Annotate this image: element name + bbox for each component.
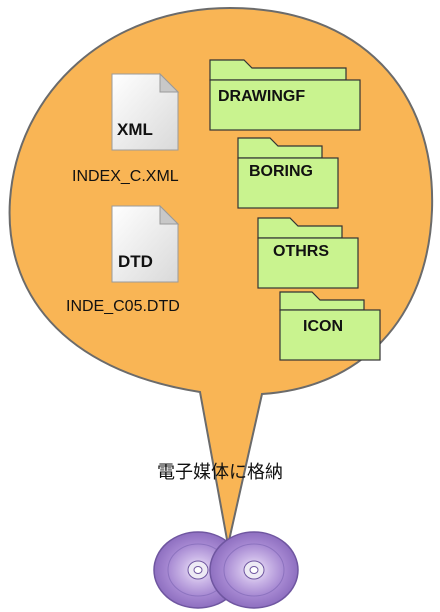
- folder-label-othrs: OTHRS: [273, 243, 329, 260]
- dtd-file-name: INDE_C05.DTD: [66, 298, 180, 315]
- xml-file-icon: [111, 72, 180, 151]
- xml-file-badge: XML: [117, 120, 153, 139]
- folder-label-icon: ICON: [303, 318, 343, 335]
- folder-icon: [209, 59, 361, 131]
- folder-icon: [279, 291, 381, 361]
- folder-label-boring: BORING: [249, 163, 313, 180]
- xml-file-name: INDEX_C.XML: [72, 168, 179, 185]
- folder-icon: [237, 137, 339, 209]
- caption-stored-on-media: 電子媒体に格納: [157, 462, 283, 483]
- cd-disc-icon: [209, 531, 299, 609]
- folder-icon: [257, 217, 359, 289]
- dtd-file-icon: [111, 204, 180, 283]
- folder-label-drawingf: DRAWINGF: [218, 88, 306, 105]
- dtd-file-badge: DTD: [118, 252, 153, 271]
